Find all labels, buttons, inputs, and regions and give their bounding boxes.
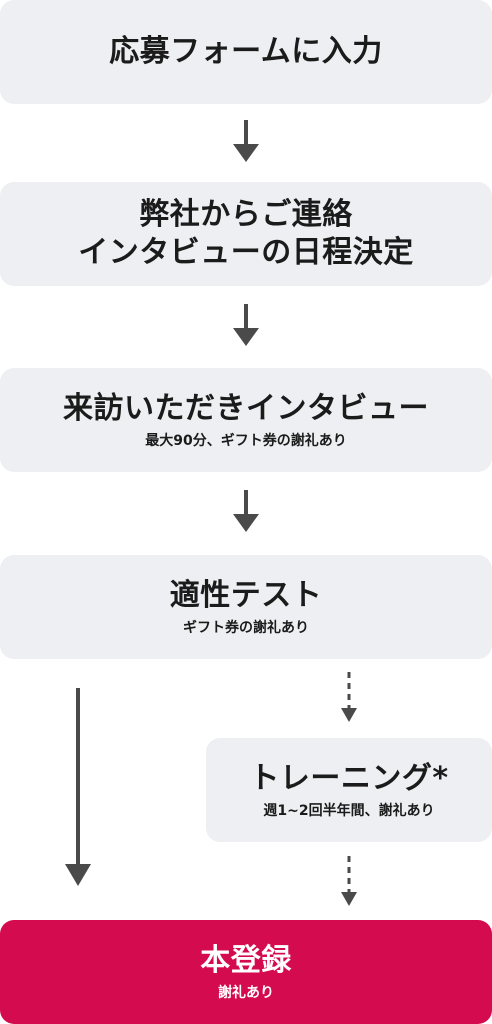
step-note: 週1~2回半年間、謝礼あり [263, 803, 435, 819]
step-title: トレーニング* [249, 761, 449, 796]
arrow-down-long-icon [65, 688, 91, 886]
step-interview: 来訪いただきインタビュー 最大90分、ギフト券の謝礼あり [0, 368, 492, 472]
step-title: 来訪いただきインタビュー [63, 391, 429, 426]
step-training: トレーニング* 週1~2回半年間、謝礼あり [206, 738, 492, 842]
step-contact-schedule: 弊社からご連絡 インタビューの日程決定 [0, 182, 492, 286]
step-aptitude-test: 適性テスト ギフト券の謝礼あり [0, 555, 492, 659]
step-note: 最大90分、ギフト券の謝礼あり [145, 433, 347, 449]
step-title-line1: 弊社からご連絡 [139, 197, 353, 232]
step-note: 謝礼あり [218, 985, 274, 1001]
dashed-arrow-down-icon [341, 856, 357, 906]
arrow-down-icon [233, 490, 259, 532]
arrow-down-icon [233, 304, 259, 346]
arrow-down-icon [233, 120, 259, 162]
step-note: ギフト券の謝礼あり [183, 620, 309, 636]
step-title: 適性テスト [169, 578, 323, 613]
dashed-arrow-down-icon [341, 672, 357, 722]
step-registration: 本登録 謝礼あり [0, 920, 492, 1024]
step-title: 本登録 [200, 943, 292, 978]
step-title-line2: インタビューの日程決定 [78, 235, 414, 270]
step-apply-form: 応募フォームに入力 [0, 0, 492, 104]
step-title: 応募フォームに入力 [109, 34, 383, 69]
